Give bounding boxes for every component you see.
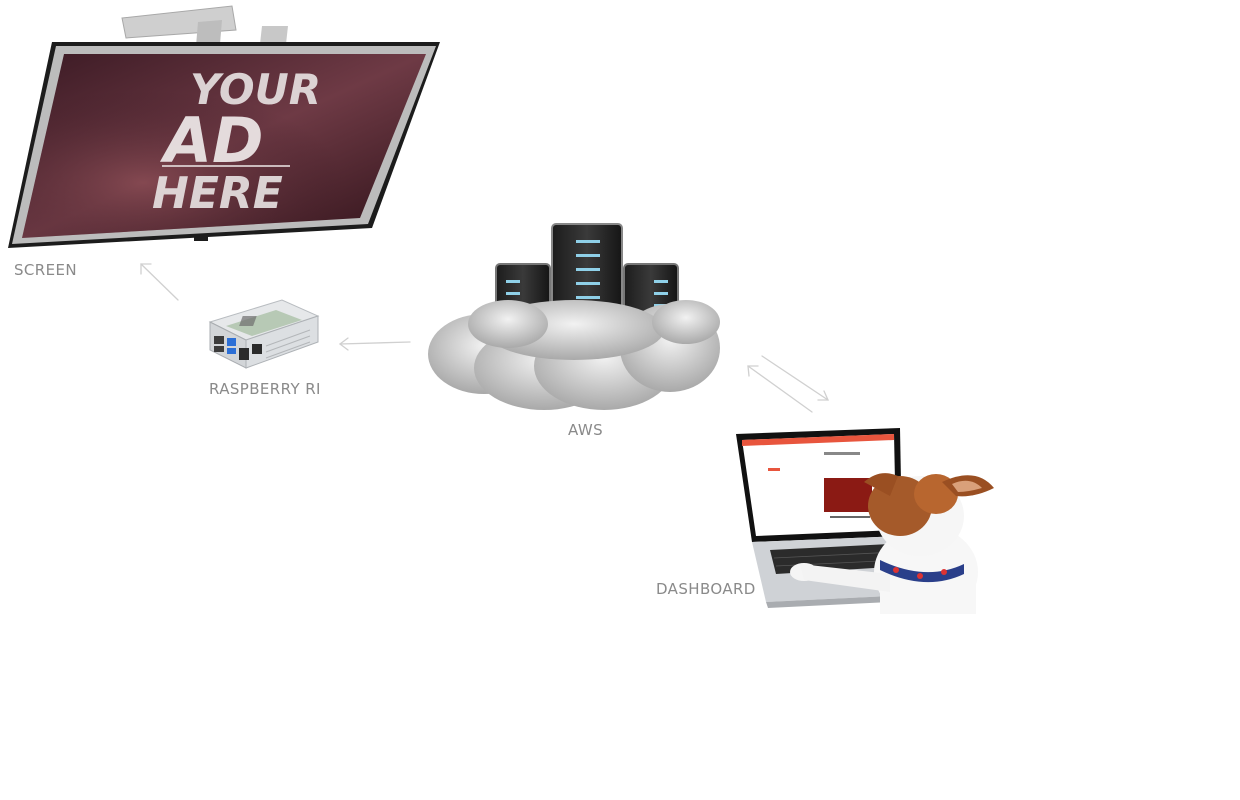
arrow-raspberry-to-screen xyxy=(140,263,179,301)
laptop-dog-icon xyxy=(736,428,994,614)
tv-screen-icon: YOUR AD HERE xyxy=(8,5,440,248)
raspberry-label: RASPBERRY RI xyxy=(209,380,321,398)
ad-text-line2: AD xyxy=(159,104,263,177)
dashboard-node xyxy=(730,424,1000,614)
aws-node xyxy=(424,218,724,414)
arrow-aws-dashboard-bidirectional xyxy=(747,355,830,413)
aws-label: AWS xyxy=(568,421,603,439)
raspberry-node xyxy=(206,296,322,374)
ad-text-line3: HERE xyxy=(152,168,283,219)
dashboard-label: DASHBOARD xyxy=(656,580,756,598)
raspberry-pi-case-icon xyxy=(208,299,320,369)
ad-text-line1: YOUR xyxy=(190,65,321,114)
arrow-aws-to-raspberry xyxy=(338,337,411,351)
screen-node: YOUR AD HERE xyxy=(0,0,450,260)
screen-label: SCREEN xyxy=(14,261,77,279)
server-cloud-icon xyxy=(428,223,720,410)
